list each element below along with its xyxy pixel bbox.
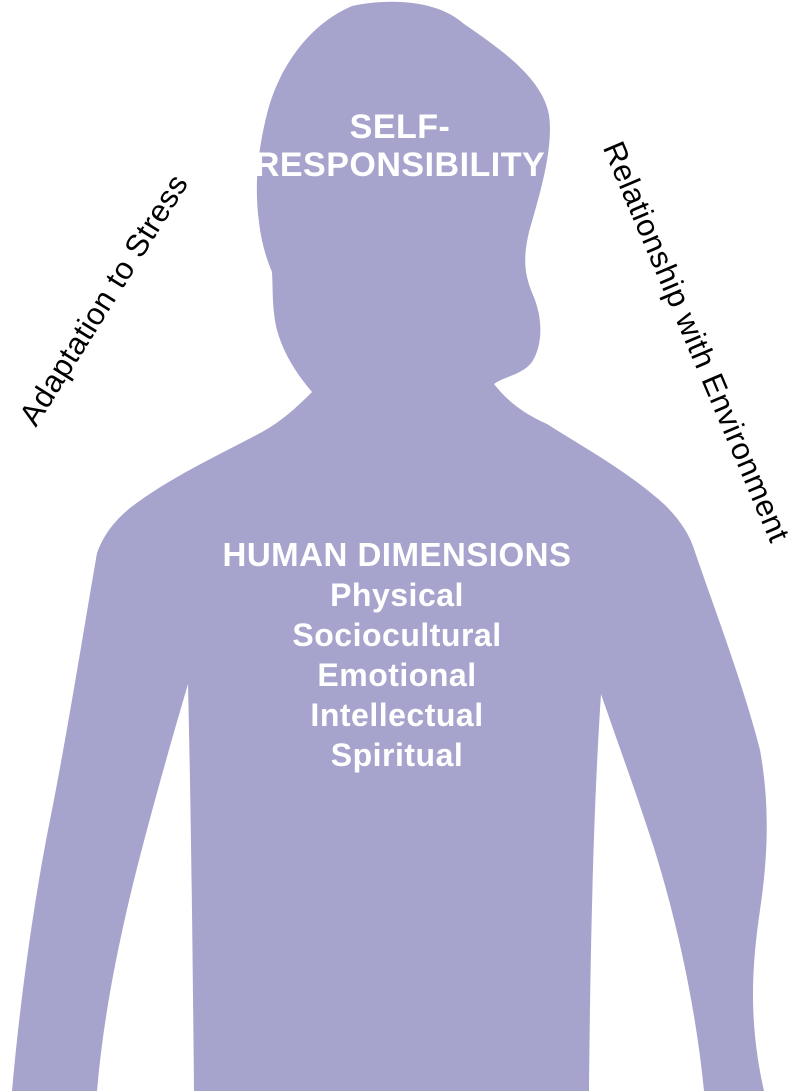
head-label-line2: RESPONSIBILITY [254,146,546,184]
chest-label: HUMAN DIMENSIONS Physical Sociocultural … [147,535,647,775]
chest-item-spiritual: Spiritual [330,737,464,773]
silhouette-path [12,1,767,1091]
chest-item-sociocultural: Sociocultural [292,617,502,653]
chest-item-emotional: Emotional [317,657,477,693]
head-label-line1: SELF- [349,108,451,146]
chest-item-physical: Physical [330,577,464,613]
chest-item-intellectual: Intellectual [310,697,484,733]
chest-label-title: HUMAN DIMENSIONS [222,536,572,573]
head-label: SELF- RESPONSIBILITY [230,108,570,184]
